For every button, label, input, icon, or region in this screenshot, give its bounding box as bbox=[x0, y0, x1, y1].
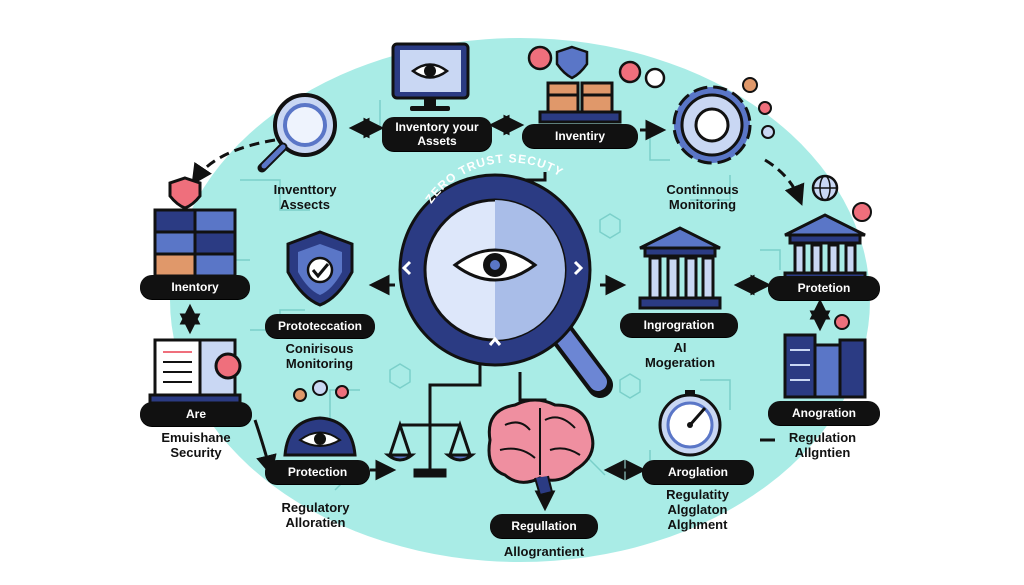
pill-protection-left: Prototeccation bbox=[265, 314, 375, 338]
pill-integration-right: Ingrogration bbox=[620, 313, 738, 337]
label-emuishane-security: Emuishane Security bbox=[161, 430, 231, 460]
circuit-decoration bbox=[230, 100, 781, 491]
label-regulatory-alloratien: Regulatory Alloratien bbox=[281, 500, 350, 530]
pill-inventory-left: Inentory bbox=[140, 275, 250, 299]
globe-icon bbox=[811, 174, 872, 222]
pill-inventory-top: Inventiry bbox=[522, 124, 638, 148]
shield-check-icon bbox=[286, 230, 354, 307]
pill-aroglation-bottom: Aroglation bbox=[642, 460, 754, 484]
boxes-icon bbox=[538, 81, 622, 124]
server-stack-icon bbox=[153, 176, 237, 278]
pill-inventory-assets-top: Inventory your Assets bbox=[382, 117, 492, 151]
magnifier-icon bbox=[257, 93, 337, 173]
gauge-icon bbox=[658, 390, 722, 457]
monitor-eye-icon bbox=[391, 42, 470, 111]
label-inventory-assects: Inventtory Assects bbox=[273, 182, 337, 212]
eye-dome-icon bbox=[283, 380, 357, 457]
pill-are-left: Are bbox=[140, 402, 252, 426]
brain-icon bbox=[487, 398, 595, 497]
pill-protection-right: Protetion bbox=[768, 276, 880, 300]
label-regulation-allgntien: Regulation Allgntien bbox=[788, 430, 857, 460]
label-continuous-monitoring: Continnous Monitoring bbox=[666, 182, 739, 212]
label-ai-mogeration: AI Mogeration bbox=[644, 340, 716, 370]
pill-regulation-bottom: Regullation bbox=[490, 514, 598, 538]
pill-protection-bottom: Protection bbox=[265, 460, 370, 484]
book-icon bbox=[148, 338, 242, 405]
server-stack-right-icon bbox=[783, 314, 867, 399]
label-allograntient: Allograntient bbox=[503, 544, 585, 559]
label-regulatity: Regulatity Algglaton Alghment bbox=[666, 487, 729, 532]
magnifying-glass-eye-icon bbox=[398, 173, 613, 398]
pill-anogration-right: Anogration bbox=[768, 401, 880, 425]
shield-badge-icon bbox=[527, 45, 666, 89]
gear-icon bbox=[672, 77, 775, 165]
scales-icon bbox=[383, 415, 477, 478]
bank-building-icon bbox=[638, 226, 722, 310]
label-conirisous-monitoring: Conirisous Monitoring bbox=[285, 341, 354, 371]
